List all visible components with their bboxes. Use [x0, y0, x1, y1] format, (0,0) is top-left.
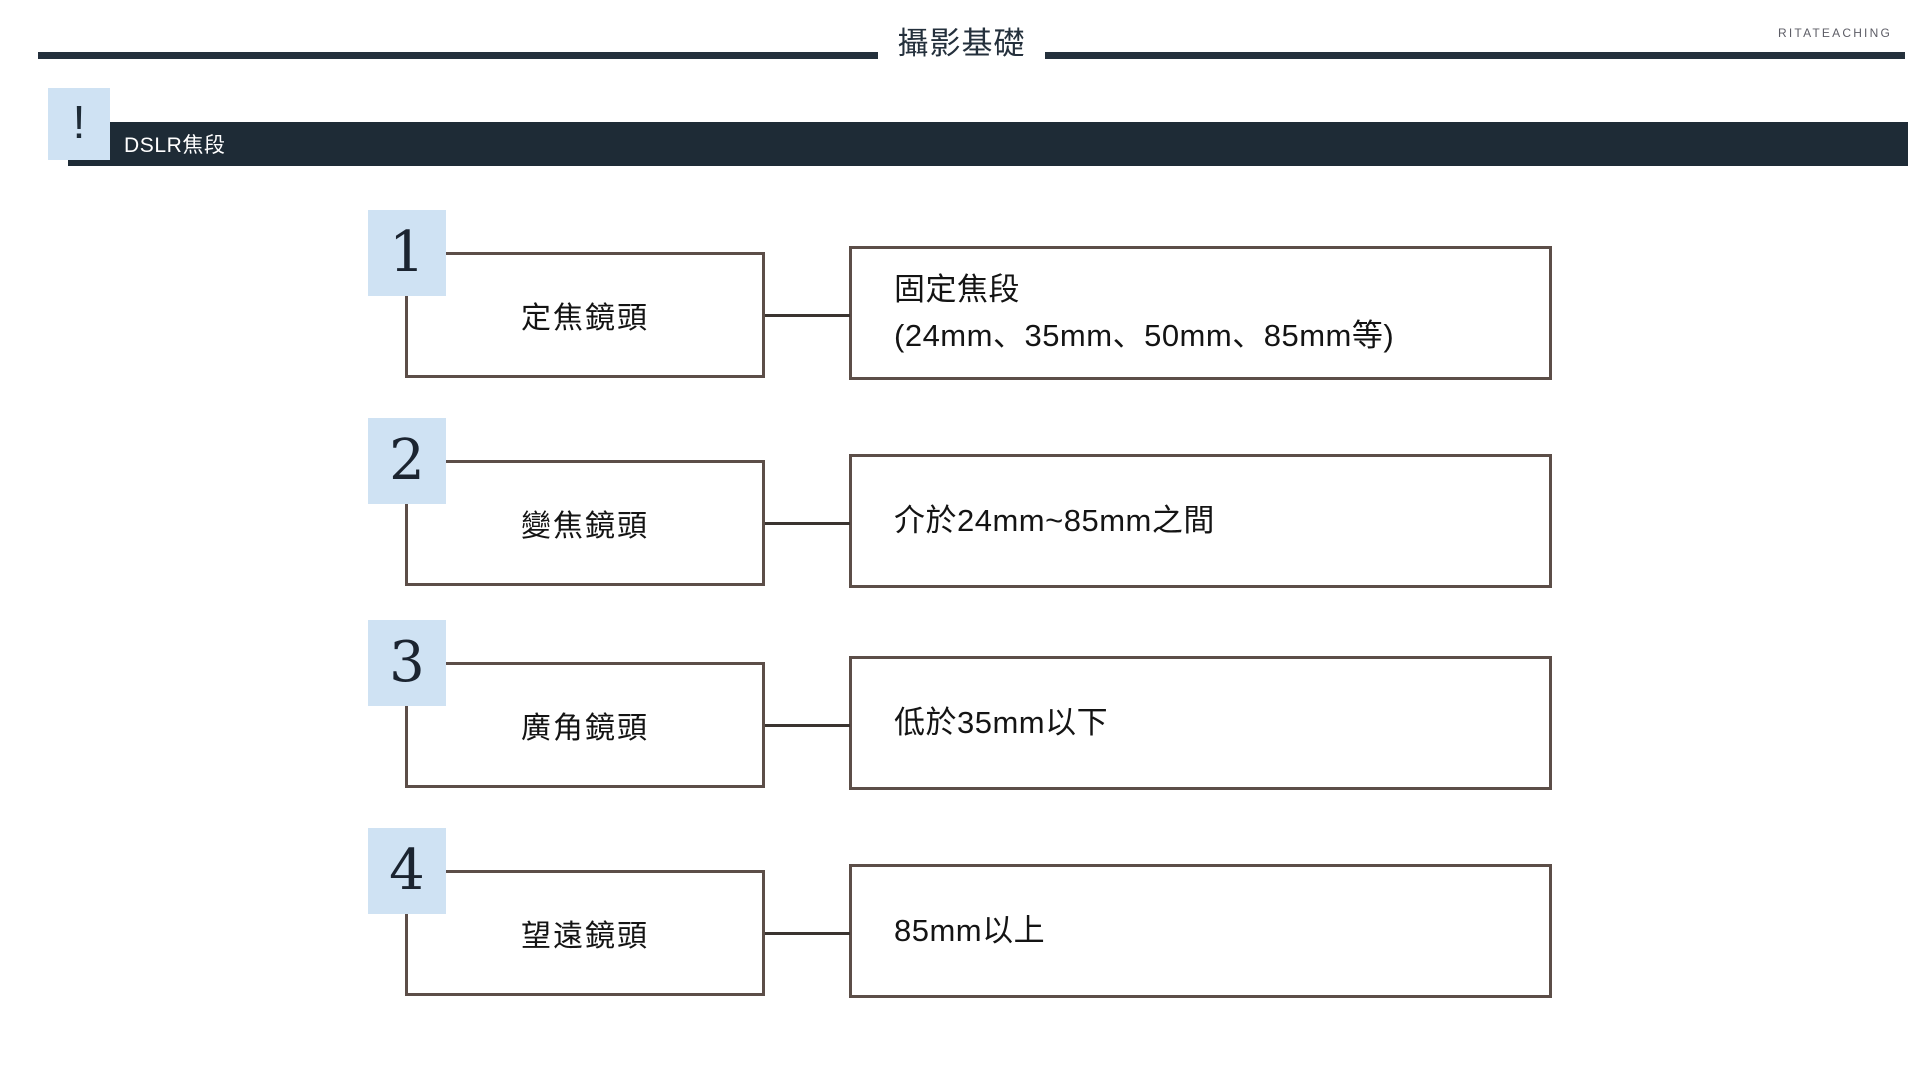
section-banner-label: DSLR焦段 [124, 134, 226, 157]
lens-detail-line: 低於35mm以下 [894, 705, 1109, 740]
row-number-badge: 3 [368, 620, 446, 706]
brand-logo-text: RITATEACHING [1778, 26, 1892, 40]
row-number-badge: 2 [368, 418, 446, 504]
diagram-row: 1 定焦鏡頭 固定焦段 (24mm、35mm、50mm、85mm等) [0, 196, 1920, 386]
lens-type-box: 定焦鏡頭 [405, 252, 765, 378]
lens-type-box: 變焦鏡頭 [405, 460, 765, 586]
connector-line [765, 932, 850, 935]
diagram-row: 2 變焦鏡頭 介於24mm~85mm之間 [0, 404, 1920, 594]
section-banner: ! DSLR焦段 [0, 88, 1920, 168]
page-title: 攝影基礎 [897, 26, 1026, 62]
row-number-text: 4 [389, 838, 425, 903]
exclamation-badge: ! [48, 88, 110, 160]
lens-detail-box: 85mm以上 [849, 864, 1552, 998]
connector-line [765, 522, 850, 525]
lens-type-box: 望遠鏡頭 [405, 870, 765, 996]
lens-detail-box: 固定焦段 (24mm、35mm、50mm、85mm等) [849, 246, 1552, 380]
header-rule-left [38, 52, 878, 59]
exclamation-icon: ! [72, 96, 86, 148]
lens-detail-box: 介於24mm~85mm之間 [849, 454, 1552, 588]
lens-detail-box: 低於35mm以下 [849, 656, 1552, 790]
header-rule-right [1045, 52, 1905, 59]
lens-type-box: 廣角鏡頭 [405, 662, 765, 788]
lens-type-label: 變焦鏡頭 [521, 510, 649, 543]
lens-detail-line: 固定焦段 [894, 272, 1020, 307]
row-number-badge: 1 [368, 210, 446, 296]
lens-detail-line: 介於24mm~85mm之間 [894, 503, 1215, 538]
row-number-text: 1 [389, 220, 425, 285]
lens-detail-line: 85mm以上 [894, 913, 1046, 948]
lens-type-label: 廣角鏡頭 [521, 712, 649, 745]
diagram-row: 3 廣角鏡頭 低於35mm以下 [0, 606, 1920, 796]
slide-header: 攝影基礎 RITATEACHING [0, 0, 1920, 78]
diagram-row: 4 望遠鏡頭 85mm以上 [0, 814, 1920, 1004]
focal-length-diagram: 1 定焦鏡頭 固定焦段 (24mm、35mm、50mm、85mm等) 2 變焦鏡… [0, 196, 1920, 1036]
lens-type-label: 定焦鏡頭 [521, 302, 649, 335]
row-number-badge: 4 [368, 828, 446, 914]
row-number-text: 2 [389, 428, 425, 493]
connector-line [765, 724, 850, 727]
section-banner-bar [68, 122, 1908, 166]
row-number-text: 3 [389, 630, 425, 695]
lens-detail-line: (24mm、35mm、50mm、85mm等) [894, 318, 1395, 353]
connector-line [765, 314, 850, 317]
lens-type-label: 望遠鏡頭 [521, 920, 649, 953]
